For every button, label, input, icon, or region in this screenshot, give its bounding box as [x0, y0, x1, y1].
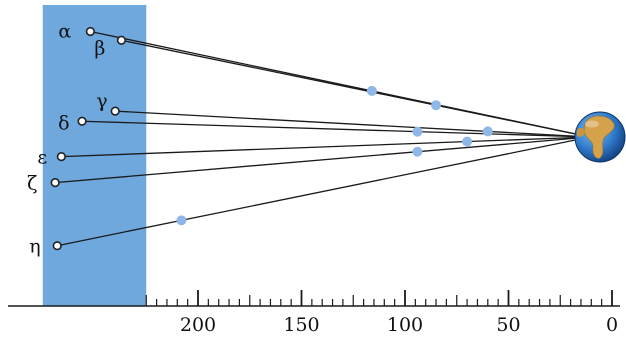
- star-label-delta: δ: [58, 112, 69, 134]
- earth-globe-icon: [574, 111, 626, 163]
- star-beta: [116, 35, 127, 45]
- star-epsilon: [56, 152, 66, 162]
- star-label-beta: β: [94, 37, 105, 59]
- sight-line-eta: [57, 136, 591, 247]
- star-label-alpha: α: [58, 20, 71, 42]
- tick-label: 200: [180, 314, 216, 336]
- tick-label: 50: [496, 314, 520, 336]
- star-label-gamma: γ: [96, 90, 107, 112]
- stars-group: α β γ δεζ η: [27, 20, 127, 258]
- star-label-eta: η: [29, 236, 40, 258]
- marker-dot-gamma: [482, 126, 493, 137]
- marker-dot-alpha: [366, 85, 377, 96]
- distance-scale: 200 150 100 50 0: [8, 290, 620, 336]
- tick-label: 150: [283, 314, 319, 336]
- sight-lines-group: [55, 30, 591, 247]
- marker-dot-eta: [176, 215, 187, 226]
- sight-line-beta: [121, 39, 591, 138]
- sight-line-epsilon: [61, 136, 591, 158]
- star-eta: [52, 241, 62, 251]
- star-alpha: [85, 26, 95, 37]
- sight-line-delta: [82, 120, 591, 138]
- sight-line-gamma: [115, 110, 591, 138]
- tick-label: 100: [387, 314, 423, 336]
- sight-line-zeta: [55, 136, 591, 184]
- star-zeta: [50, 178, 60, 188]
- marker-dot-delta: [412, 126, 423, 137]
- marker-dot-zeta: [412, 146, 423, 157]
- marker-dots-group: [176, 85, 493, 226]
- star-gamma: [110, 106, 120, 116]
- star-delta: [77, 116, 87, 126]
- star-label-zeta: ζ: [27, 173, 37, 195]
- star-label-epsilon: ε: [37, 147, 47, 169]
- tick-label: 0: [606, 314, 618, 336]
- marker-dot-beta: [431, 100, 442, 111]
- marker-dot-epsilon: [462, 136, 473, 147]
